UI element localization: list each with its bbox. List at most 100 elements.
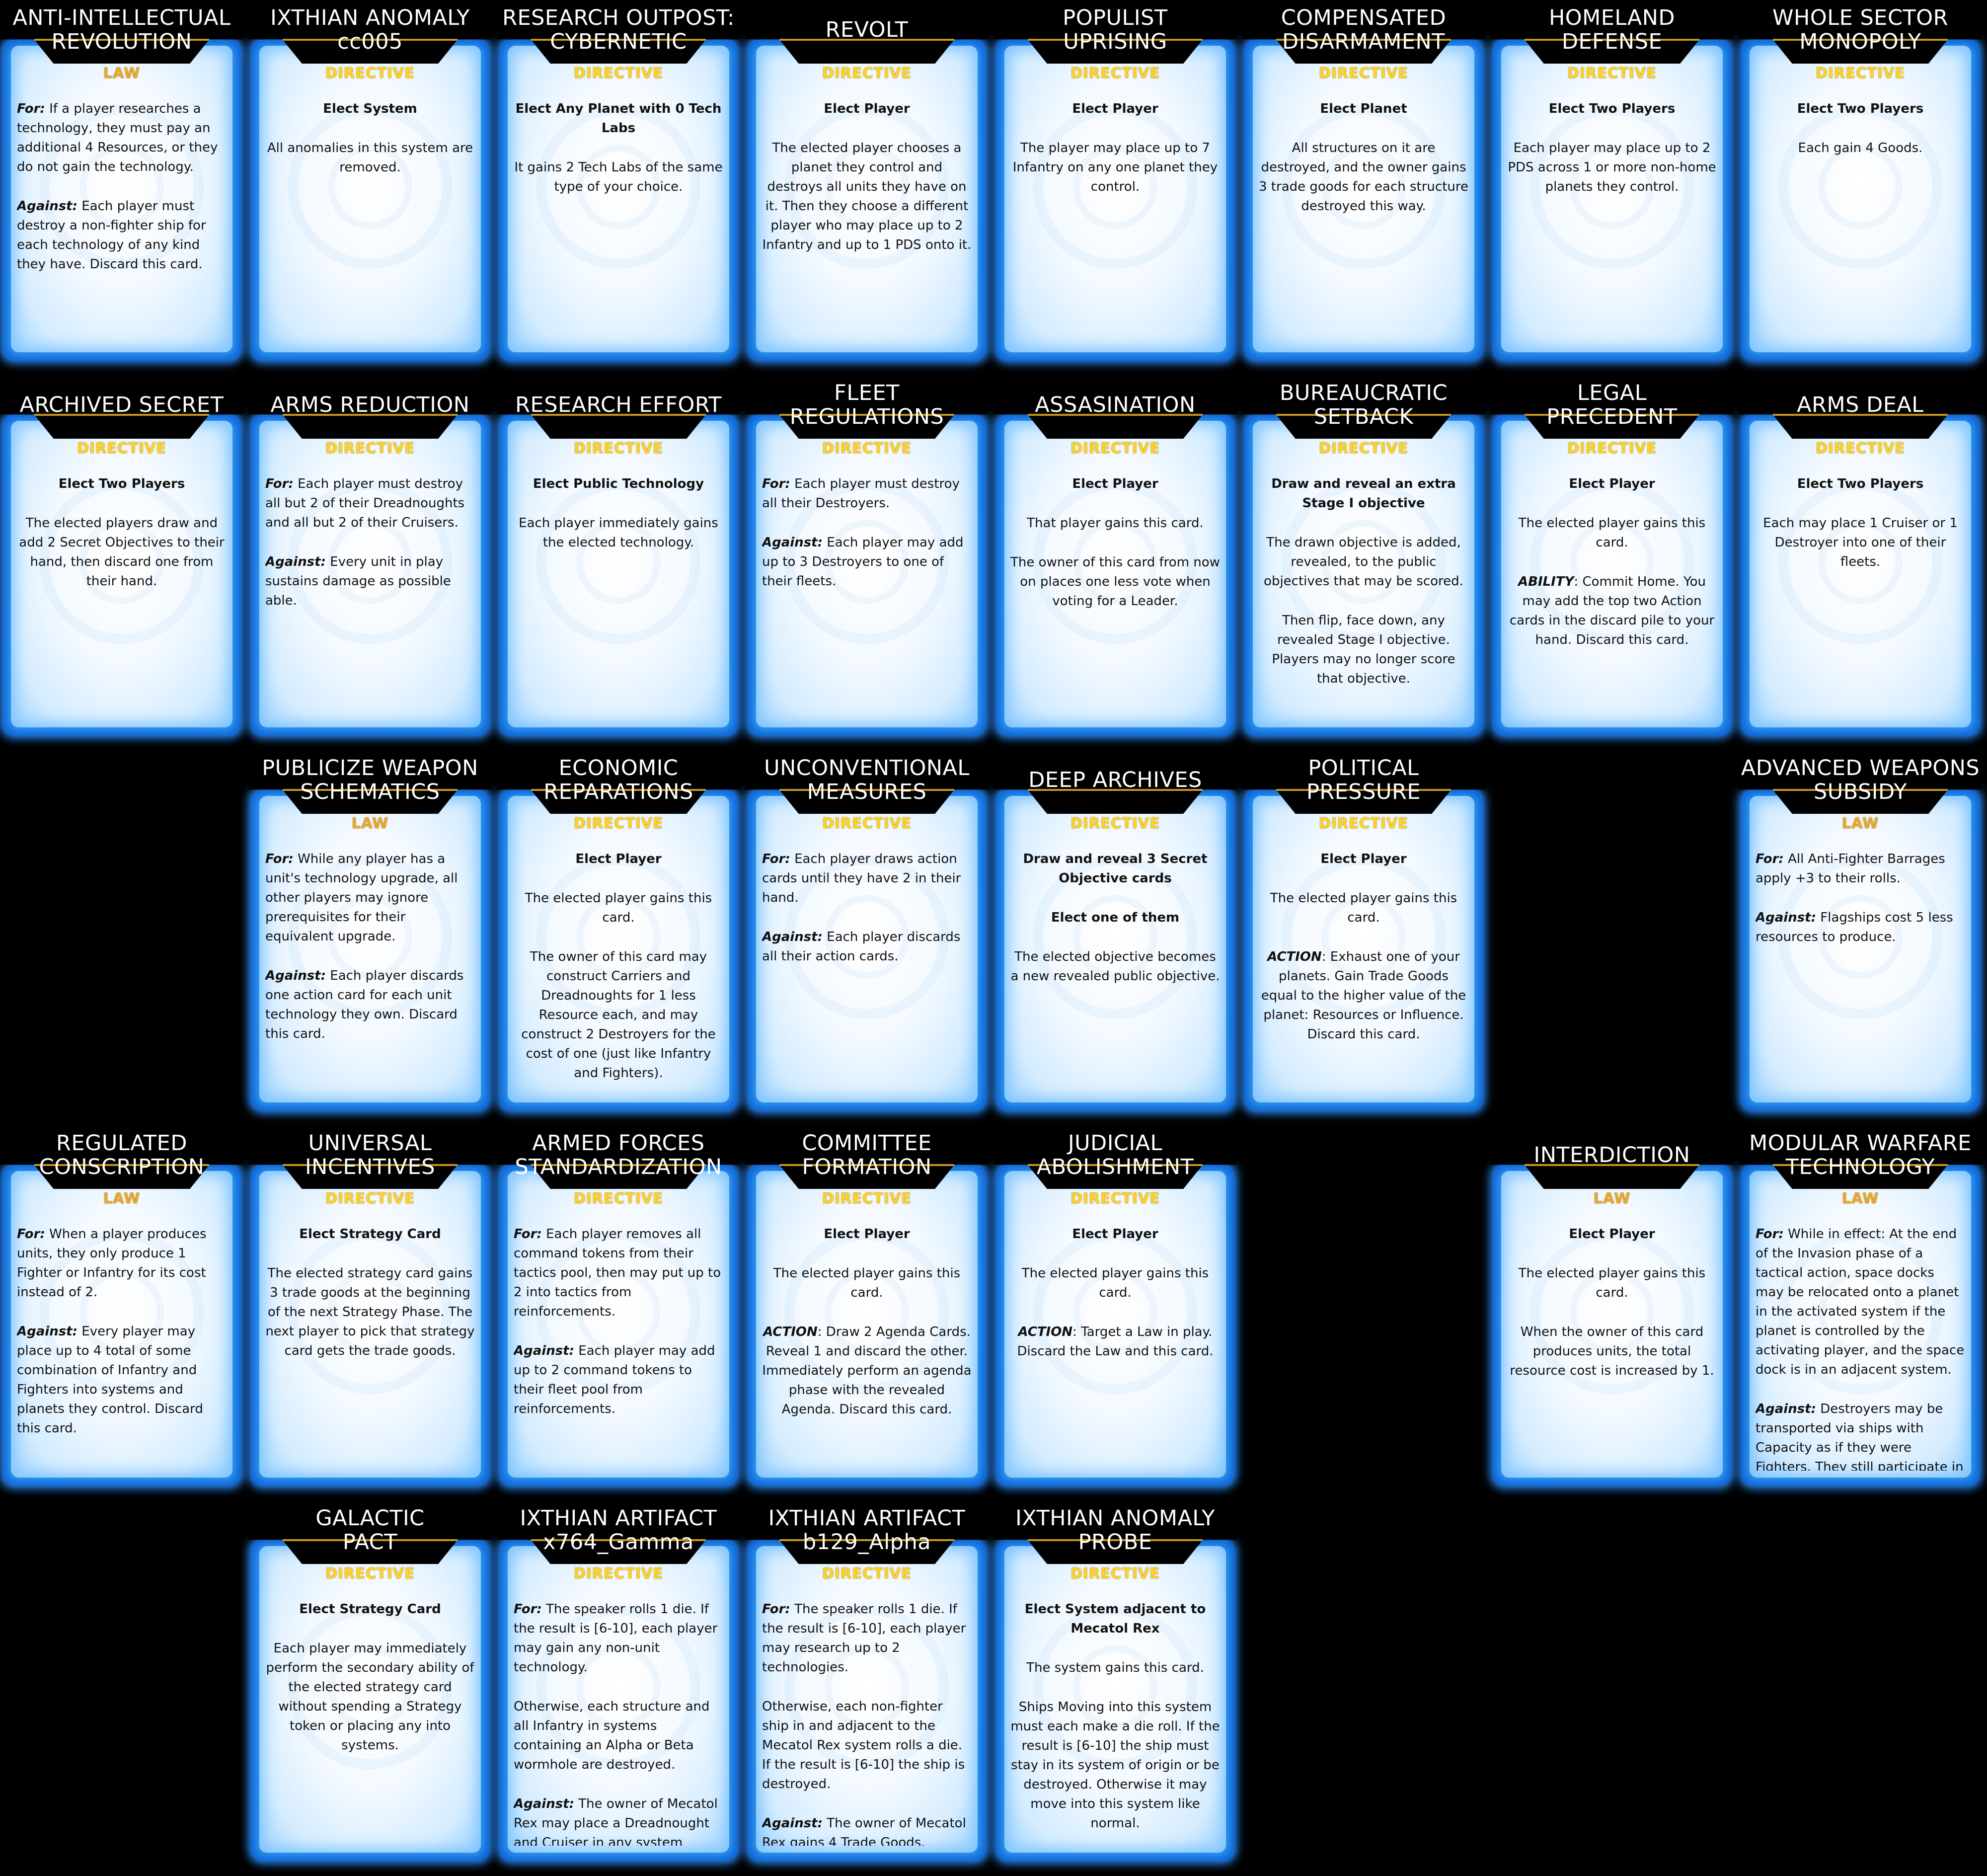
- card-title: IXTHIAN ANOMALY PROBE: [1015, 1506, 1215, 1555]
- rule-text: While any player has a unit's technology…: [265, 852, 458, 944]
- card-body: For: Each player must destroy all but 2 …: [265, 474, 475, 720]
- card-type-label: LAW: [1593, 1190, 1631, 1207]
- card-type-label: LAW: [1841, 815, 1879, 832]
- rule-label: For:: [1756, 852, 1784, 866]
- card-face: [756, 46, 978, 352]
- header-gold-trim: [779, 789, 955, 791]
- rule-text: Every unit in play sustains damage as po…: [265, 554, 451, 608]
- rule-text: The elected objective becomes a new reve…: [1010, 949, 1220, 984]
- header-gold-trim: [779, 1164, 955, 1166]
- card-type-label: DIRECTIVE: [1318, 65, 1409, 81]
- card-face: [1253, 796, 1474, 1102]
- card-type-label: DIRECTIVE: [573, 1565, 664, 1582]
- elect-line: Elect Two Players: [1797, 476, 1924, 491]
- rule-paragraph: Against: Each player discards all their …: [762, 928, 972, 966]
- rule-text: The owner of Mecatol Rex gains 4 Trade G…: [762, 1816, 966, 1846]
- card-title: ASSASINATION: [1035, 392, 1196, 417]
- card-title: HOMELAND DEFENSE: [1548, 5, 1676, 54]
- rule-text: The owner of Mecatol Rex may place a Dre…: [514, 1797, 718, 1846]
- rule-label: For:: [514, 1227, 542, 1242]
- card-type-label: DIRECTIVE: [1070, 1190, 1160, 1207]
- card-title: RESEARCH EFFORT: [515, 392, 722, 417]
- rule-label: Against:: [514, 1797, 575, 1811]
- rule-text: Otherwise, each non-fighter ship in and …: [762, 1699, 965, 1792]
- rule-text: Each player may add up to 2 command toke…: [514, 1343, 715, 1416]
- rule-text: The elected strategy card gains 3 trade …: [265, 1266, 475, 1358]
- card-body: For: While in effect: At the end of the …: [1756, 1225, 1965, 1471]
- card-title: ARCHIVED SECRET: [19, 392, 224, 417]
- card-body: For: Each player removes all command tok…: [514, 1225, 723, 1471]
- rule-text: The elected player chooses a planet they…: [762, 141, 972, 252]
- rule-text: Each gain 4 Goods.: [1798, 141, 1923, 156]
- rule-paragraph: The drawn objective is added, revealed, …: [1259, 533, 1468, 591]
- rule-text: The owner of this card may construct Car…: [521, 949, 716, 1081]
- rule-paragraph: ACTION: Target a Law in play. Discard th…: [1010, 1323, 1220, 1361]
- rule-text: It gains 2 Tech Labs of the same type of…: [514, 160, 723, 194]
- rule-label: For:: [265, 476, 294, 491]
- card-type-label: DIRECTIVE: [325, 65, 415, 81]
- header-gold-trim: [1524, 39, 1700, 41]
- card-face: [756, 421, 978, 727]
- card-title: MODULAR WARFARE TECHNOLOGY: [1749, 1131, 1972, 1179]
- rule-paragraph: For: The speaker rolls 1 die. If the res…: [762, 1600, 972, 1677]
- card-type-label: DIRECTIVE: [325, 1190, 415, 1207]
- card-title: COMPENSATED DISARMAMENT: [1281, 5, 1447, 54]
- rule-paragraph: Against: Every player may place up to 4 …: [17, 1322, 227, 1438]
- rule-text: When a player produces units, they only …: [17, 1227, 207, 1300]
- rule-paragraph: Against: Each player may add up to 2 com…: [514, 1341, 723, 1419]
- card-face: [259, 421, 481, 727]
- rule-text: Flagships cost 5 less resources to produ…: [1756, 910, 1953, 944]
- rule-text: The player may place up to 7 Infantry on…: [1012, 141, 1218, 194]
- rule-text: Each player discards all their action ca…: [762, 930, 961, 964]
- card-type-label: DIRECTIVE: [325, 440, 415, 457]
- rule-paragraph: The elected player gains this card.: [762, 1264, 972, 1303]
- card-type-label: DIRECTIVE: [1567, 65, 1657, 81]
- elect-line: Elect Any Planet with 0 Tech Labs: [515, 101, 722, 136]
- rule-paragraph: Each gain 4 Goods.: [1756, 139, 1965, 158]
- rule-label: For:: [265, 852, 294, 866]
- elect-line: Draw and reveal an extra Stage I objecti…: [1271, 476, 1456, 511]
- card-body: For: The speaker rolls 1 die. If the res…: [762, 1600, 972, 1846]
- card-body: Draw and reveal an extra Stage I objecti…: [1259, 474, 1468, 720]
- rule-label: ACTION: [1018, 1325, 1073, 1339]
- card-title: FLEET REGULATIONS: [789, 381, 944, 429]
- card-type-label: DIRECTIVE: [76, 440, 167, 457]
